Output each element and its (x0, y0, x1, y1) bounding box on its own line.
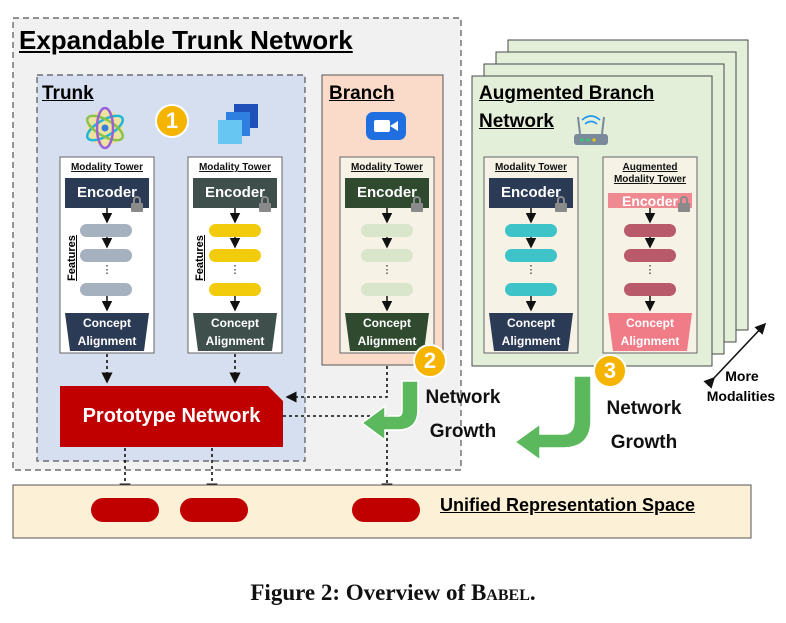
representation-pill (352, 498, 420, 522)
feature-pill (505, 249, 557, 262)
figure-caption: Figure 2: Overview of Babel. (0, 580, 786, 606)
concept-alignment-box-3 (345, 313, 429, 351)
growth-label-1-word1: Network (425, 387, 501, 408)
caption-prefix: Figure 2: Overview of (250, 580, 471, 605)
feature-pill (361, 224, 413, 237)
lock-icon (678, 196, 690, 212)
feature-pill (505, 283, 557, 296)
tower-label: Modality Tower (198, 162, 272, 173)
concept-label: Alignment (620, 334, 680, 348)
feature-pill (361, 249, 413, 262)
concept-alignment-box-1 (65, 313, 149, 351)
main-title: Expandable Trunk Network (19, 25, 353, 55)
branch-title: Branch (329, 83, 395, 104)
feature-pill (505, 224, 557, 237)
tower-label: Modality Tower (350, 162, 424, 173)
atom-icon (85, 106, 125, 150)
lock-icon (555, 196, 567, 212)
feature-pill (209, 283, 261, 296)
growth-arrow-2 (513, 375, 592, 462)
encoder-label: Encoder (204, 184, 265, 201)
feature-pill (209, 224, 261, 237)
encoder-label: Encoder (76, 184, 137, 201)
concept-label: Alignment (205, 334, 265, 348)
growth-label-1-word2: Growth (429, 421, 497, 442)
encoder-label: Encoder (621, 193, 678, 209)
lock-icon (259, 196, 271, 212)
more-modalities-arrow (703, 322, 767, 389)
growth-label-2-word1: Network (606, 398, 682, 419)
more-modalities-label-line1: More (725, 368, 759, 384)
ellipsis: ⋮ (645, 264, 656, 276)
step-number-2: 2 (413, 344, 447, 378)
growth-label-2-word2: Growth (610, 432, 678, 453)
augmented-title-line2: Network (479, 111, 554, 132)
concept-label: Concept (626, 316, 674, 330)
feature-pill (209, 249, 261, 262)
feature-pill (624, 249, 676, 262)
cube-stack-icon (218, 104, 258, 144)
representation-pill (91, 498, 159, 522)
more-modalities-label-line2: Modalities (706, 388, 776, 404)
features-label: Features (194, 235, 206, 281)
concept-alignment-box-4 (489, 313, 573, 351)
encoder-label: Encoder (500, 184, 561, 201)
encoder-box-5 (608, 193, 692, 208)
unified-representation-label: Unified Representation Space (440, 495, 696, 515)
ellipsis: ⋮ (382, 264, 393, 276)
feature-pill (80, 224, 132, 237)
ellipsis: ⋮ (526, 264, 537, 276)
concept-alignment-box-5 (608, 313, 692, 351)
tower-label: Modality Tower (494, 162, 568, 173)
augmented-tower-label: Modality Tower (613, 174, 687, 185)
lock-icon (411, 196, 423, 212)
prototype-network-label: Prototype Network (82, 405, 261, 427)
augmented-tower-label: Augmented (622, 162, 678, 173)
encoder-label: Encoder (356, 184, 417, 201)
ellipsis: ⋮ (102, 264, 113, 276)
augmented-title-line1: Augmented Branch (479, 83, 655, 104)
concept-label: Concept (363, 316, 411, 330)
lock-icon (131, 196, 143, 212)
concept-label: Concept (83, 316, 131, 330)
feature-pill (624, 283, 676, 296)
feature-pill (80, 283, 132, 296)
concept-label: Alignment (501, 334, 561, 348)
feature-pill (80, 249, 132, 262)
trunk-title: Trunk (42, 83, 94, 104)
caption-name: Babel (470, 580, 530, 605)
caption-suffix: . (529, 580, 536, 605)
concept-label: Alignment (357, 334, 417, 348)
video-camera-icon (366, 112, 406, 140)
feature-pill (624, 224, 676, 237)
prototype-network-box (60, 386, 283, 447)
tower-label: Modality Tower (70, 162, 144, 173)
concept-label: Alignment (77, 334, 137, 348)
growth-arrow-1 (360, 380, 419, 442)
step-number-3: 3 (593, 354, 627, 388)
feature-pill (361, 283, 413, 296)
wifi-router-icon (574, 115, 608, 145)
concept-alignment-box-2 (193, 313, 277, 351)
representation-pill (180, 498, 248, 522)
ellipsis: ⋮ (230, 264, 241, 276)
concept-label: Concept (211, 316, 259, 330)
concept-label: Concept (507, 316, 555, 330)
step-number-1: 1 (155, 104, 189, 138)
features-label: Features (66, 235, 78, 281)
